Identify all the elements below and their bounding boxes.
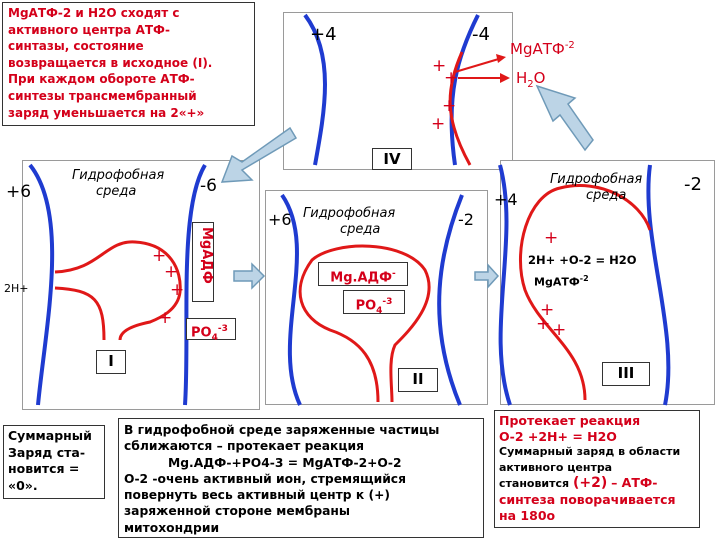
stage-iv-membrane-right	[449, 14, 480, 166]
stage-i-plus: +	[164, 262, 179, 282]
total-charge-box: Суммарный Заряд ста- новится = «0».	[3, 425, 105, 499]
arrow-iv-to-i	[220, 126, 298, 183]
arrow-iii-to-iv	[535, 84, 594, 152]
stage-iii-membrane-left	[498, 164, 512, 406]
stage-iii-plus: +	[536, 314, 551, 334]
reaction-note-line: синтеза поворачивается	[499, 491, 676, 507]
stage-iii-plus: +	[552, 320, 567, 340]
explanation-box: В гидрофобной среде заряженные частицы с…	[118, 418, 484, 538]
stage-ii-membrane-left	[280, 193, 302, 406]
stage-i-label: I	[96, 350, 126, 374]
stage-ii-charge-right: -2	[458, 210, 474, 229]
reaction-note-line: становится (+2) – АТФ-	[499, 475, 658, 492]
stage-ii-phosphate: РО4-3	[343, 290, 405, 316]
stage-iv-atp: MgАТФ-2	[510, 40, 575, 58]
stage-iv-charge-left: +4	[310, 24, 337, 45]
intro-line: заряд уменьшается на 2«+»	[8, 105, 205, 120]
reaction-note-line: Суммарный заряд в области	[499, 445, 681, 459]
stage-ii-medium-line: Гидрофобная	[303, 206, 396, 221]
stage-iv-plus: +	[444, 68, 459, 88]
intro-line: активного центра АТФ-	[8, 22, 170, 37]
stage-iii-plus: +	[540, 300, 555, 320]
explanation-line: митохондрии	[124, 520, 220, 535]
stage-i-plus: +	[170, 280, 185, 300]
stage-iii-medium-line: среда	[586, 188, 627, 203]
stage-iii-label: III	[602, 362, 650, 386]
stage-iv-membrane-left	[303, 13, 327, 166]
total-charge-line: новится =	[8, 461, 80, 476]
stage-ii-membrane-right	[437, 194, 464, 406]
arrow-i-to-ii	[233, 262, 266, 290]
stage-iv-plus: +	[432, 56, 447, 76]
stage-iii-charge-left: +4	[494, 190, 518, 209]
stage-i-membrane-left	[28, 163, 55, 406]
stage-i-membrane-right	[183, 163, 207, 406]
stage-iii-active-center	[518, 184, 652, 401]
stage-iv-center-line	[448, 51, 472, 166]
stage-ii-label: II	[398, 368, 438, 392]
stage-ii-active-center	[298, 244, 431, 403]
stage-i-panel	[22, 160, 260, 410]
stage-iv-label: IV	[372, 148, 412, 170]
stage-iv-panel	[283, 12, 513, 170]
reaction-note-line: активного центра	[499, 460, 613, 474]
intro-text-box: MgАТФ-2 и Н2О сходят с активного центра …	[2, 2, 255, 126]
intro-line: синтазы, состояние	[8, 39, 144, 54]
intro-line: При каждом обороте АТФ-	[8, 72, 195, 87]
explanation-line: сближаются – протекает реакция	[124, 439, 365, 454]
stage-iii-plus: +	[544, 228, 559, 248]
stage-i-plus: +	[152, 246, 167, 266]
total-charge-line: Суммарный	[8, 428, 92, 443]
stage-iii-atp: MgАТФ-2	[534, 274, 589, 289]
stage-iv-plus: +	[442, 96, 457, 116]
arrow-to-atp	[454, 57, 503, 73]
reaction-note-box: Протекает реакция О-2 +2Н+ = Н2О Суммарн…	[494, 410, 700, 528]
stage-i-phosphate: РО4-3	[186, 318, 236, 343]
intro-line: MgАТФ-2 и Н2О сходят с	[8, 6, 180, 20]
reaction-note-line: на 180о	[499, 507, 556, 523]
stage-iv-water: Н2О	[516, 69, 546, 90]
stage-iv-charge-right: -4	[472, 24, 490, 45]
explanation-line: Mg.АДФ-+РО4-3 = MgАТФ-2+О-2	[168, 455, 402, 470]
explanation-line: заряженной стороне мембраны	[124, 504, 351, 519]
explanation-line: О-2 -очень активный ион, стремящийся	[124, 471, 406, 486]
stage-iv-plus: +	[431, 114, 446, 134]
explanation-line: повернуть весь активный центр к (+)	[124, 488, 391, 503]
stage-i-medium-line: Гидрофобная	[72, 168, 165, 183]
total-charge-line: «0».	[8, 477, 38, 493]
intro-line: возвращается в исходное (I).	[8, 55, 213, 70]
stage-ii-medium-line: среда	[340, 222, 381, 237]
intro-line: синтезы трансмембранный	[8, 88, 197, 103]
stage-i-ion: 2Н+	[4, 282, 29, 295]
stage-ii-adp: Mg.АДФ-	[318, 262, 408, 286]
stage-i-adp-vertical: МgАДФ	[192, 222, 214, 302]
reaction-note-line: Протекает реакция	[499, 413, 641, 428]
stage-iii-reaction: 2Н+ +О-2 = Н2О	[528, 253, 637, 267]
stage-iii-medium-line: Гидрофобная	[550, 172, 643, 187]
arrow-ii-to-iii	[474, 263, 500, 289]
stage-iii-charge-right: -2	[684, 174, 702, 195]
stage-ii-charge-left: +6	[268, 210, 292, 229]
stage-i-medium-line: среда	[96, 184, 137, 199]
stage-i-charge-right: -6	[200, 176, 217, 196]
reaction-note-line: О-2 +2Н+ = Н2О	[499, 428, 617, 444]
stage-i-active-center	[54, 240, 182, 341]
stage-iii-membrane-right	[646, 164, 671, 406]
stage-i-plus: +	[158, 308, 173, 328]
stage-i-charge-left: +6	[6, 182, 32, 202]
explanation-line: В гидрофобной среде заряженные частицы	[124, 423, 440, 437]
total-charge-line: Заряд ста-	[8, 444, 86, 460]
